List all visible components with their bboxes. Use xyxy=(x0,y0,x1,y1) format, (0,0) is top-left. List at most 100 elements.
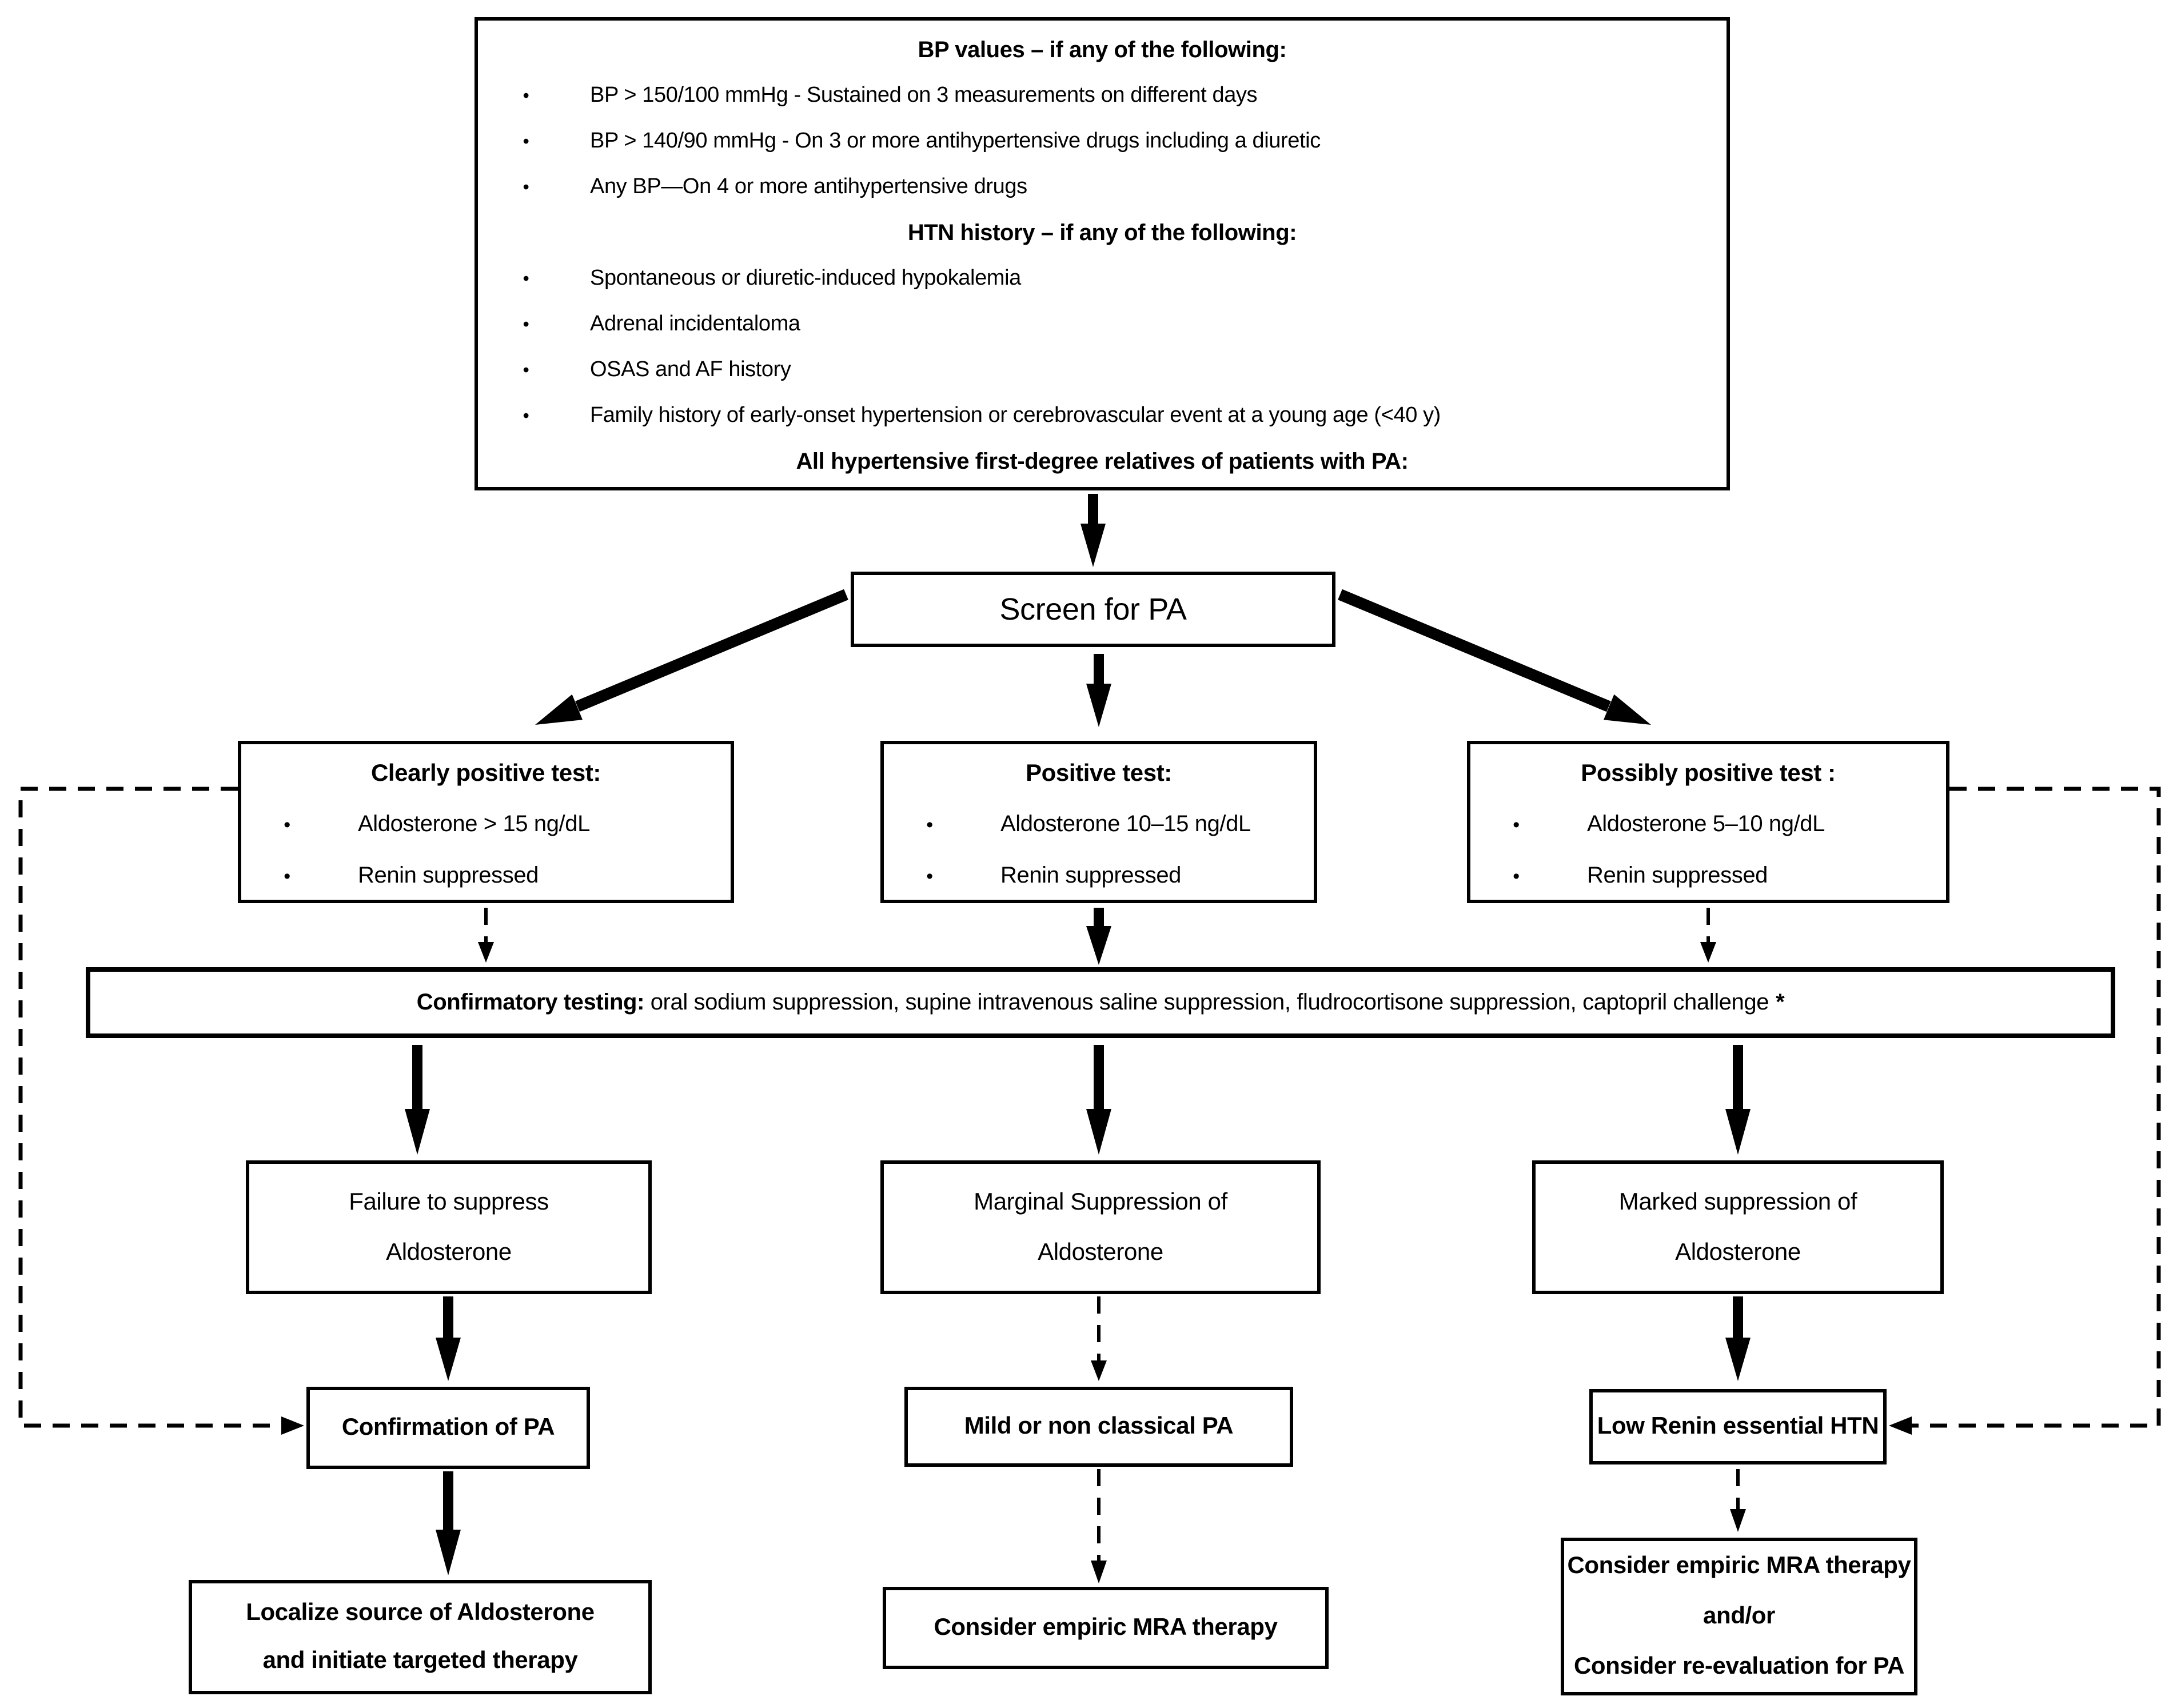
bullet-marker: • xyxy=(523,269,529,289)
arrow-criteria-to-screen xyxy=(1080,494,1106,567)
arrow-possibly-to-confirmatory xyxy=(1700,908,1716,963)
arrow-confirmatory-to-marginal xyxy=(1086,1045,1111,1155)
arrow-mild-to-consider xyxy=(1091,1469,1107,1583)
bullet-text: BP > 140/90 mmHg - On 3 or more antihype… xyxy=(590,129,1321,153)
arrow-confirmation-to-localize xyxy=(436,1471,461,1575)
confirmatory-testing-methods: oral sodium suppression, supine intraven… xyxy=(644,989,1769,1015)
marginal-suppression-box: Marginal Suppression of Aldosterone xyxy=(880,1160,1321,1294)
arrow-screen-to-positive xyxy=(1086,654,1111,727)
arrow-positive-to-confirmatory xyxy=(1086,908,1111,965)
arrow-confirmatory-to-marked xyxy=(1725,1045,1751,1155)
arrow-lowrenin-to-consider xyxy=(1730,1469,1746,1532)
bullet-text: Renin suppressed xyxy=(358,863,539,888)
localize-line1: Localize source of Aldosterone xyxy=(246,1599,595,1626)
positive-test-box: Positive test: •Aldosterone 10–15 ng/dL•… xyxy=(880,741,1317,903)
htn-history-list: • Spontaneous or diuretic-induced hypokal… xyxy=(499,256,1706,439)
bullet-item: • Adrenal incidentaloma xyxy=(499,302,1706,348)
clearly-positive-title: Clearly positive test: xyxy=(370,760,601,787)
possibly-positive-list: • Aldosterone 5–10 ng/dL • Renin suppressed xyxy=(1480,799,1937,902)
bullet-text: BP > 150/100 mmHg - Sustained on 3 measu… xyxy=(590,83,1258,107)
arrow-failure-to-confirmation xyxy=(436,1296,461,1381)
bullet-marker: • xyxy=(523,406,529,426)
bullet-marker: • xyxy=(926,814,933,836)
consider-right-line2: and/or xyxy=(1703,1603,1775,1629)
confirmatory-testing-text: Confirmatory testing: oral sodium suppre… xyxy=(417,989,1785,1016)
bullet-text: Family history of early-onset hypertensi… xyxy=(590,404,1441,428)
arrow-marked-to-lowrenin xyxy=(1725,1296,1751,1381)
possibly-positive-test-box: Possibly positive test : • Aldosterone 5–… xyxy=(1467,741,1949,903)
bullet-item: • BP > 140/90 mmHg - On 3 or more antihyp… xyxy=(499,119,1706,165)
marked-line1: Marked suppression of xyxy=(1618,1188,1857,1215)
clearly-positive-list: • Aldosterone > 15 ng/dL • Renin suppressed xyxy=(250,799,721,902)
bullet-marker: • xyxy=(523,131,529,152)
bullet-text: Renin suppressed xyxy=(1000,863,1182,888)
htn-history-heading: HTN history – if any of the following: xyxy=(907,221,1297,246)
arrow-marginal-to-mild xyxy=(1091,1296,1107,1381)
consider-right-line1: Consider empiric MRA therapy xyxy=(1567,1553,1911,1579)
bullet-item: • Renin suppressed xyxy=(893,851,1305,902)
marginal-line1: Marginal Suppression of xyxy=(974,1188,1227,1215)
positive-title: Positive test: xyxy=(1026,760,1172,787)
bullet-marker: • xyxy=(1513,865,1520,887)
bp-values-list: • BP > 150/100 mmHg - Sustained on 3 meas… xyxy=(499,73,1706,210)
positive-list: • Aldosterone 10–15 ng/dL • Renin suppresse… xyxy=(893,799,1305,902)
consider-right-line3: Consider re-evaluation for PA xyxy=(1573,1653,1905,1679)
failure-line1: Failure to suppress xyxy=(349,1188,549,1215)
localize-source-box: Localize source of Aldosterone and initi… xyxy=(189,1580,652,1694)
bullet-item: • Family history of early-onset hypertens… xyxy=(499,393,1706,439)
arrow-screen-to-clearly-positive xyxy=(535,589,848,725)
bullet-text: Adrenal incidentaloma xyxy=(590,312,800,336)
screening-criteria-box: BP values – if any of the following: • BP… xyxy=(475,17,1730,490)
bullet-marker: • xyxy=(284,814,290,836)
arrow-confirmatory-to-failure xyxy=(405,1045,430,1155)
bullet-item: • BP > 150/100 mmHg - Sustained on 3 meas… xyxy=(499,73,1706,119)
confirmatory-testing-bar: Confirmatory testing: oral sodium suppre… xyxy=(86,967,2115,1038)
bullet-item: • Spontaneous or diuretic-induced hypokal… xyxy=(499,256,1706,302)
bullet-marker: • xyxy=(926,865,933,887)
bullet-text: Any BP—On 4 or more antihypertensive dru… xyxy=(590,175,1027,199)
bp-values-heading: BP values – if any of the following: xyxy=(918,38,1287,63)
low-renin-essential-htn-box: Low Renin essential HTN xyxy=(1589,1389,1887,1464)
localize-line2: and initiate targeted therapy xyxy=(262,1647,578,1674)
consider-mra-label: Consider empiric MRA therapy xyxy=(934,1614,1278,1641)
bullet-item: • Renin suppressed xyxy=(250,851,721,902)
arrow-screen-to-possibly-positive xyxy=(1338,589,1651,725)
confirmation-label: Confirmation of PA xyxy=(341,1414,555,1440)
failure-to-suppress-box: Failure to suppress Aldosterone xyxy=(246,1160,652,1294)
clearly-positive-test-box: Clearly positive test: • Aldosterone > 15… xyxy=(238,741,734,903)
bullet-text: Aldosterone 10–15 ng/dL xyxy=(1000,812,1251,837)
bullet-text: Aldosterone 5–10 ng/dL xyxy=(1587,812,1825,837)
failure-line2: Aldosterone xyxy=(386,1239,512,1265)
bullet-text: OSAS and AF history xyxy=(590,358,791,382)
bullet-text: Spontaneous or diuretic-induced hypokale… xyxy=(590,266,1021,290)
bullet-text: Renin suppressed xyxy=(1587,863,1768,888)
bullet-text: Aldosterone > 15 ng/dL xyxy=(358,812,590,837)
bullet-item: • Aldosterone > 15 ng/dL xyxy=(250,799,721,851)
bullet-marker: • xyxy=(523,360,529,381)
mild-nonclassical-pa-box: Mild or non classical PA xyxy=(904,1387,1293,1467)
marginal-line2: Aldosterone xyxy=(1038,1239,1163,1265)
bullet-item: • Renin suppressed xyxy=(1480,851,1937,902)
bullet-item: • Any BP—On 4 or more antihypertensive dr… xyxy=(499,165,1706,210)
possibly-positive-title: Possibly positive test : xyxy=(1581,760,1836,787)
confirmatory-asterisk: * xyxy=(1776,989,1785,1015)
screen-for-pa-label: Screen for PA xyxy=(999,592,1187,626)
bullet-item: • Aldosterone 10–15 ng/dL xyxy=(893,799,1305,851)
bullet-marker: • xyxy=(523,314,529,335)
first-degree-relatives-heading: All hypertensive first-degree relatives … xyxy=(796,449,1409,474)
bullet-marker: • xyxy=(523,177,529,198)
consider-mra-or-reevaluation-box: Consider empiric MRA therapy and/or Cons… xyxy=(1561,1538,1917,1695)
confirmatory-testing-label: Confirmatory testing: xyxy=(416,989,645,1015)
arrow-clearly-to-confirmatory xyxy=(478,908,494,963)
screen-for-pa-box: Screen for PA xyxy=(851,572,1335,647)
consider-mra-therapy-box: Consider empiric MRA therapy xyxy=(883,1587,1329,1669)
bullet-marker: • xyxy=(523,86,529,106)
bullet-marker: • xyxy=(1513,814,1520,836)
mild-label: Mild or non classical PA xyxy=(964,1413,1234,1439)
low-renin-label: Low Renin essential HTN xyxy=(1597,1413,1879,1439)
bullet-item: • Aldosterone 5–10 ng/dL xyxy=(1480,799,1937,851)
confirmation-of-pa-box: Confirmation of PA xyxy=(306,1387,590,1469)
bullet-marker: • xyxy=(284,865,290,887)
